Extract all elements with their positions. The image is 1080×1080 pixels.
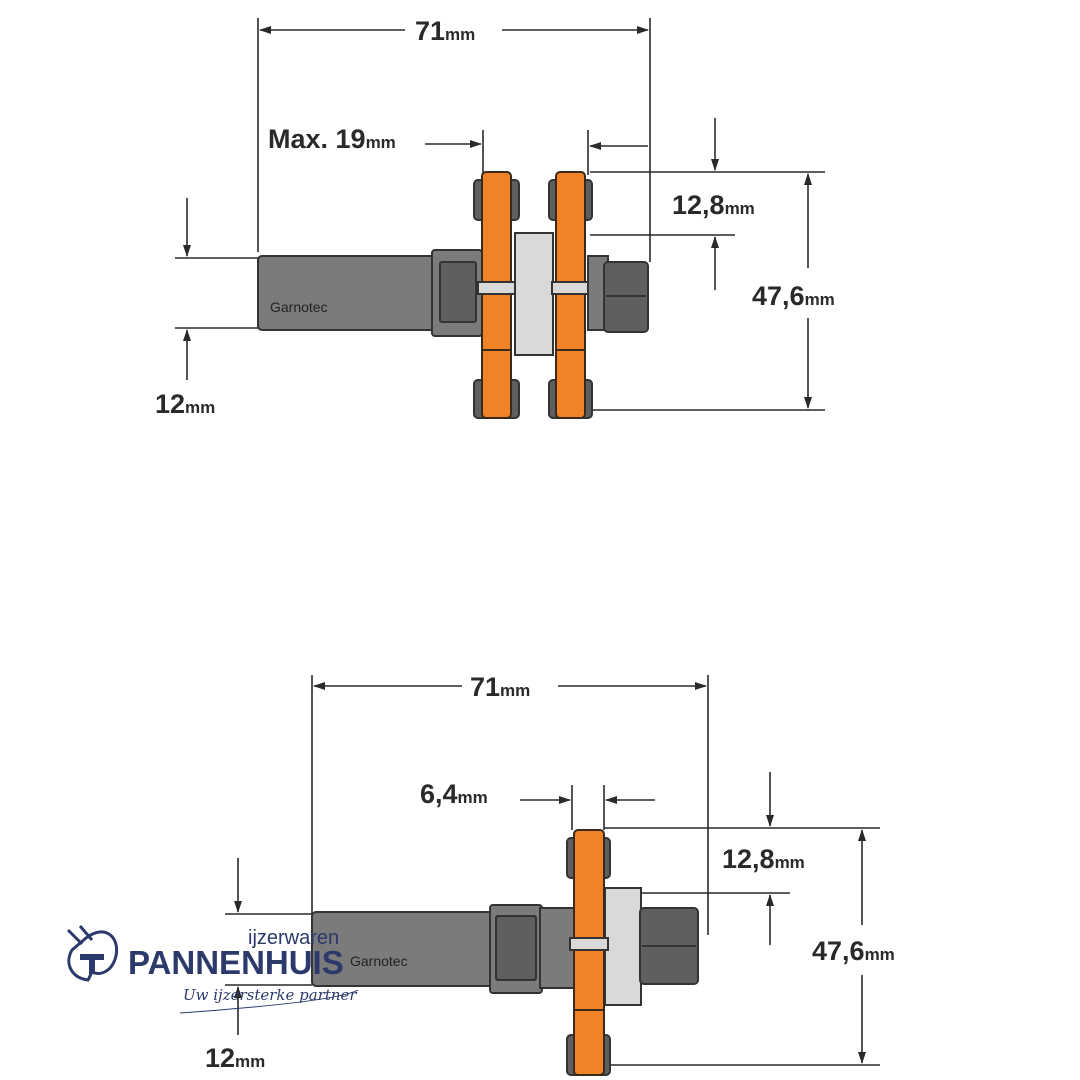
top-bearing-offset-label: 12,8mm: [672, 190, 755, 220]
bottom-length-label: 71mm: [470, 672, 530, 702]
bottom-router-bit: Garnotec: [311, 829, 699, 1076]
logo-subtitle: ijzerwaren: [248, 927, 339, 949]
cutter-blade: [566, 829, 611, 1076]
pannenhuis-logo: ijzerwaren PANNENHUIS Uw ijzersterke par…: [66, 925, 359, 1014]
logo-name: PANNENHUIS: [128, 944, 344, 981]
top-max-cut-label: Max. 19mm: [268, 124, 396, 154]
top-diagram: Garnotec 71mm Max. 19mm: [155, 16, 835, 419]
shank-brand: Garnotec: [350, 953, 408, 969]
top-dimension-lines: [175, 18, 825, 411]
bottom-bearing-offset-label: 12,8mm: [722, 844, 805, 874]
shank-brand: Garnotec: [270, 299, 328, 315]
top-cut-diameter-label: 47,6mm: [752, 281, 835, 311]
spacer: [514, 232, 554, 356]
top-shank-diameter-label: 12mm: [155, 389, 215, 419]
logo-tagline: Uw ijzersterke partner: [183, 986, 357, 1004]
cutter-blade-2: [548, 171, 593, 419]
bottom-cut-width-label: 6,4mm: [420, 779, 488, 809]
spacer: [604, 887, 642, 1006]
bottom-cut-diameter-label: 47,6mm: [812, 936, 895, 966]
top-length-label: 71mm: [415, 16, 475, 46]
shank: [257, 255, 437, 331]
bottom-shank-diameter-label: 12mm: [205, 1043, 265, 1073]
logo-emblem-icon: [66, 925, 119, 982]
cutter-blade-1: [473, 171, 520, 419]
top-router-bit: Garnotec: [257, 171, 649, 419]
bottom-diagram: Garnotec 71mm 6,4mm 12,8mm 47,6mm 12mm: [205, 672, 895, 1076]
